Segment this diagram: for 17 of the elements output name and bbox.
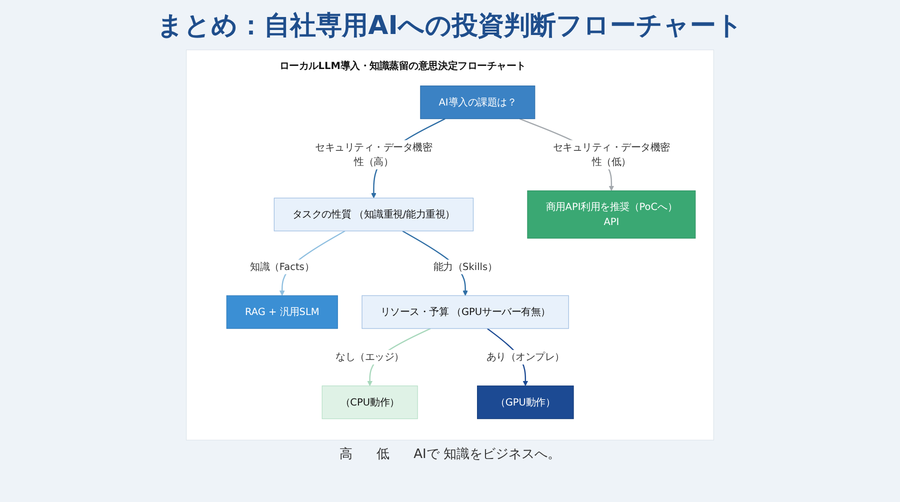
note-text: AIで 知識をビジネスへ。 <box>414 446 560 463</box>
edge-label: 能力（Skills） <box>433 260 498 272</box>
node-box: RAG + 汎用SLM <box>226 295 338 329</box>
node-box: リソース・予算 （GPUサーバー有無） <box>362 295 569 329</box>
title: まとめ：自社専用AIへの投資判断フローチャート <box>156 10 744 43</box>
edge-label: あり（オンプレ） <box>486 351 564 363</box>
node-box: タスクの性質 （知識重視/能力重視） <box>274 198 474 232</box>
node-box: （CPU動作） <box>322 386 418 420</box>
note-text: 低 <box>376 446 390 463</box>
node-box: （GPU動作） <box>477 386 574 420</box>
edge-label: 知識（Facts） <box>250 260 314 272</box>
note-text: 高 <box>340 446 353 463</box>
edge-label: セキュリティ・データ機密性（低） <box>552 141 670 168</box>
edge-label: なし（エッジ） <box>336 351 404 363</box>
node-box: AI導入の課題は？ <box>420 86 536 120</box>
node-box: 商用API利用を推奨（PoCへ） API <box>527 190 696 239</box>
edge-label: セキュリティ・データ機密性（高） <box>315 141 432 168</box>
